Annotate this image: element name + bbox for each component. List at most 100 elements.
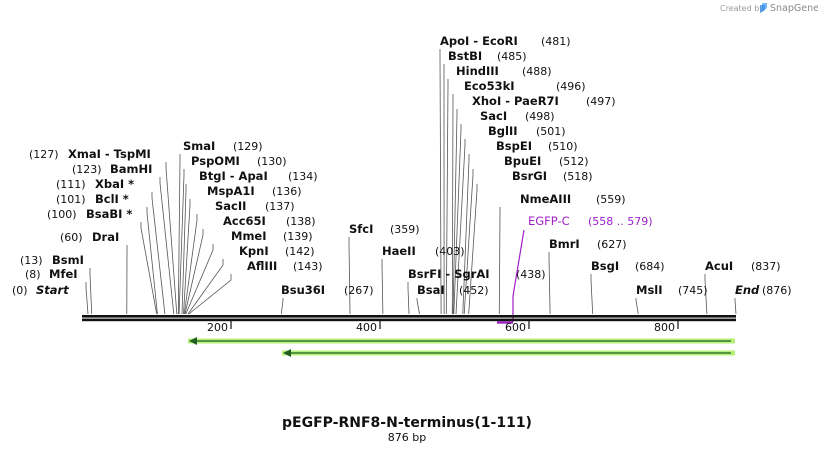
site-bmri[interactable]: BmrI(627) (549, 237, 627, 251)
site-name[interactable]: BclI * (95, 192, 129, 206)
site-name[interactable]: MmeI (231, 229, 267, 243)
site-sacii[interactable]: SacII (137) (215, 199, 295, 213)
site-leader (146, 207, 158, 315)
site-name[interactable]: BspEI (496, 139, 532, 153)
site-name[interactable]: Acc65I (223, 214, 266, 228)
site-name[interactable]: SacI (480, 109, 507, 123)
site-sfci[interactable]: SfcI(359) (349, 222, 420, 236)
site-position: (136) (272, 185, 302, 198)
feature-arrow-1[interactable] (188, 337, 735, 345)
site-mmei[interactable]: MmeI(139) (231, 229, 313, 243)
site-bsrfi-sgrai[interactable]: BsrFI - SgrAI(438) (408, 267, 546, 281)
site-name[interactable]: XmaI - TspMI (68, 147, 151, 161)
site-leader (165, 162, 178, 315)
site-acui[interactable]: AcuI(837) (705, 259, 781, 273)
site-name[interactable]: AflIII (247, 259, 277, 273)
site-name[interactable]: PspOMI (191, 154, 240, 168)
site-afliii[interactable]: AflIII(143) (247, 259, 323, 273)
site-name[interactable]: BsmI (52, 253, 84, 267)
site-leader (183, 214, 198, 315)
site-name[interactable]: MslI (636, 283, 663, 297)
site-end[interactable]: End(876) (735, 283, 792, 297)
feature-arrow-2[interactable] (282, 349, 735, 357)
site-mfei[interactable]: MfeI(8) (25, 267, 78, 281)
site-msli[interactable]: MslI(745) (636, 283, 708, 297)
site-bsu36i[interactable]: Bsu36I(267) (281, 283, 374, 297)
site-name[interactable]: XhoI - PaeR7I (472, 94, 559, 108)
site-name[interactable]: SacII (215, 199, 246, 213)
site-start[interactable]: Start(0) (12, 283, 69, 297)
site-leader (462, 154, 470, 315)
site-position: (127) (29, 148, 59, 161)
site-bamhi[interactable]: BamHI(123) (72, 162, 152, 176)
site-name[interactable]: BsgI (591, 259, 619, 273)
site-name[interactable]: Eco53kI (464, 79, 515, 93)
site-name[interactable]: SmaI (183, 139, 215, 153)
site-position: (137) (265, 200, 295, 213)
site-acc65i[interactable]: Acc65I(138) (223, 214, 316, 228)
primer-label[interactable]: EGFP-C (528, 214, 570, 228)
site-leader (548, 252, 551, 315)
site-name[interactable]: End (735, 283, 760, 297)
site-name[interactable]: BsaI (417, 283, 445, 297)
site-name[interactable]: BamHI (110, 162, 152, 176)
primer[interactable]: EGFP-C (558 .. 579) (497, 214, 653, 324)
site-leader (89, 268, 93, 315)
site-position: (403) (435, 245, 465, 258)
site-bsmi[interactable]: BsmI(13) (20, 253, 84, 267)
site-name[interactable]: HindIII (456, 64, 499, 78)
site-name[interactable]: BglII (488, 124, 518, 138)
site-hindiii[interactable]: HindIII(488) (456, 64, 552, 78)
site-name[interactable]: BsrGI (512, 169, 547, 183)
site-bspei[interactable]: BspEI(510) (496, 139, 578, 153)
site-bsgi[interactable]: BsgI (684) (591, 259, 665, 273)
site-name[interactable]: MspA1I (207, 184, 255, 198)
site-name[interactable]: KpnI (239, 244, 269, 258)
site-name[interactable]: SfcI (349, 222, 373, 236)
site-position: (684) (635, 260, 665, 273)
site-position: (498) (525, 110, 555, 123)
site-name[interactable]: BmrI (549, 237, 580, 251)
site-bsabi[interactable]: BsaBI *(100) (47, 207, 132, 221)
site-name[interactable]: BstBI (448, 49, 482, 63)
site-bstbi[interactable]: BstBI(485) (448, 49, 527, 63)
site-saci[interactable]: SacI (498) (480, 109, 555, 123)
site-name[interactable]: AcuI (705, 259, 733, 273)
site-name[interactable]: ApoI - EcoRI (440, 34, 518, 48)
site-name[interactable]: BtgI - ApaI (199, 169, 268, 183)
site-eco53ki[interactable]: Eco53kI(496) (464, 79, 586, 93)
site-drai[interactable]: DraI(60) (60, 230, 119, 244)
site-name[interactable]: MfeI (49, 267, 78, 281)
site-bpuei[interactable]: BpuEI(512) (504, 154, 589, 168)
site-btgi-apai[interactable]: BtgI - ApaI(134) (199, 169, 318, 183)
site-haeii[interactable]: HaeII (403) (382, 244, 465, 258)
site-name[interactable]: DraI (92, 230, 119, 244)
site-name[interactable]: BsaBI * (86, 207, 132, 221)
site-bcli[interactable]: BclI * (101) (56, 192, 129, 206)
site-name[interactable]: BsrFI - SgrAI (408, 267, 490, 281)
site-xhoi-paer7i[interactable]: XhoI - PaeR7I(497) (472, 94, 616, 108)
site-position: (452) (459, 284, 489, 297)
site-mspa1i[interactable]: MspA1I (136) (207, 184, 302, 198)
site-pspomi[interactable]: PspOMI(130) (191, 154, 287, 168)
site-name[interactable]: Start (36, 283, 69, 297)
site-bsrgi[interactable]: BsrGI(518) (512, 169, 593, 183)
site-name[interactable]: XbaI * (95, 177, 134, 191)
site-xbai[interactable]: XbaI *(111) (56, 177, 134, 191)
site-bsai[interactable]: BsaI (452) (417, 283, 489, 297)
site-name[interactable]: Bsu36I (281, 283, 325, 297)
site-name[interactable]: BpuEI (504, 154, 541, 168)
site-nmeaiii[interactable]: NmeAIII(559) (520, 192, 626, 206)
site-labels: Start(0)MfeI(8)BsmI(13)DraI(60)BsaBI *(1… (12, 34, 792, 297)
sequence-length: 876 bp (388, 431, 426, 444)
site-smai[interactable]: SmaI(129) (183, 139, 263, 153)
site-name[interactable]: NmeAIII (520, 192, 571, 206)
site-leader (177, 154, 181, 315)
site-bglii[interactable]: BglII(501) (488, 124, 566, 138)
site-leader (498, 207, 501, 315)
site-name[interactable]: HaeII (382, 244, 416, 258)
site-apoi-ecori[interactable]: ApoI - EcoRI(481) (440, 34, 571, 48)
site-xmai-tspmi[interactable]: XmaI - TspMI (127) (29, 147, 151, 161)
site-position: (101) (56, 193, 86, 206)
site-kpni[interactable]: KpnI(142) (239, 244, 315, 258)
